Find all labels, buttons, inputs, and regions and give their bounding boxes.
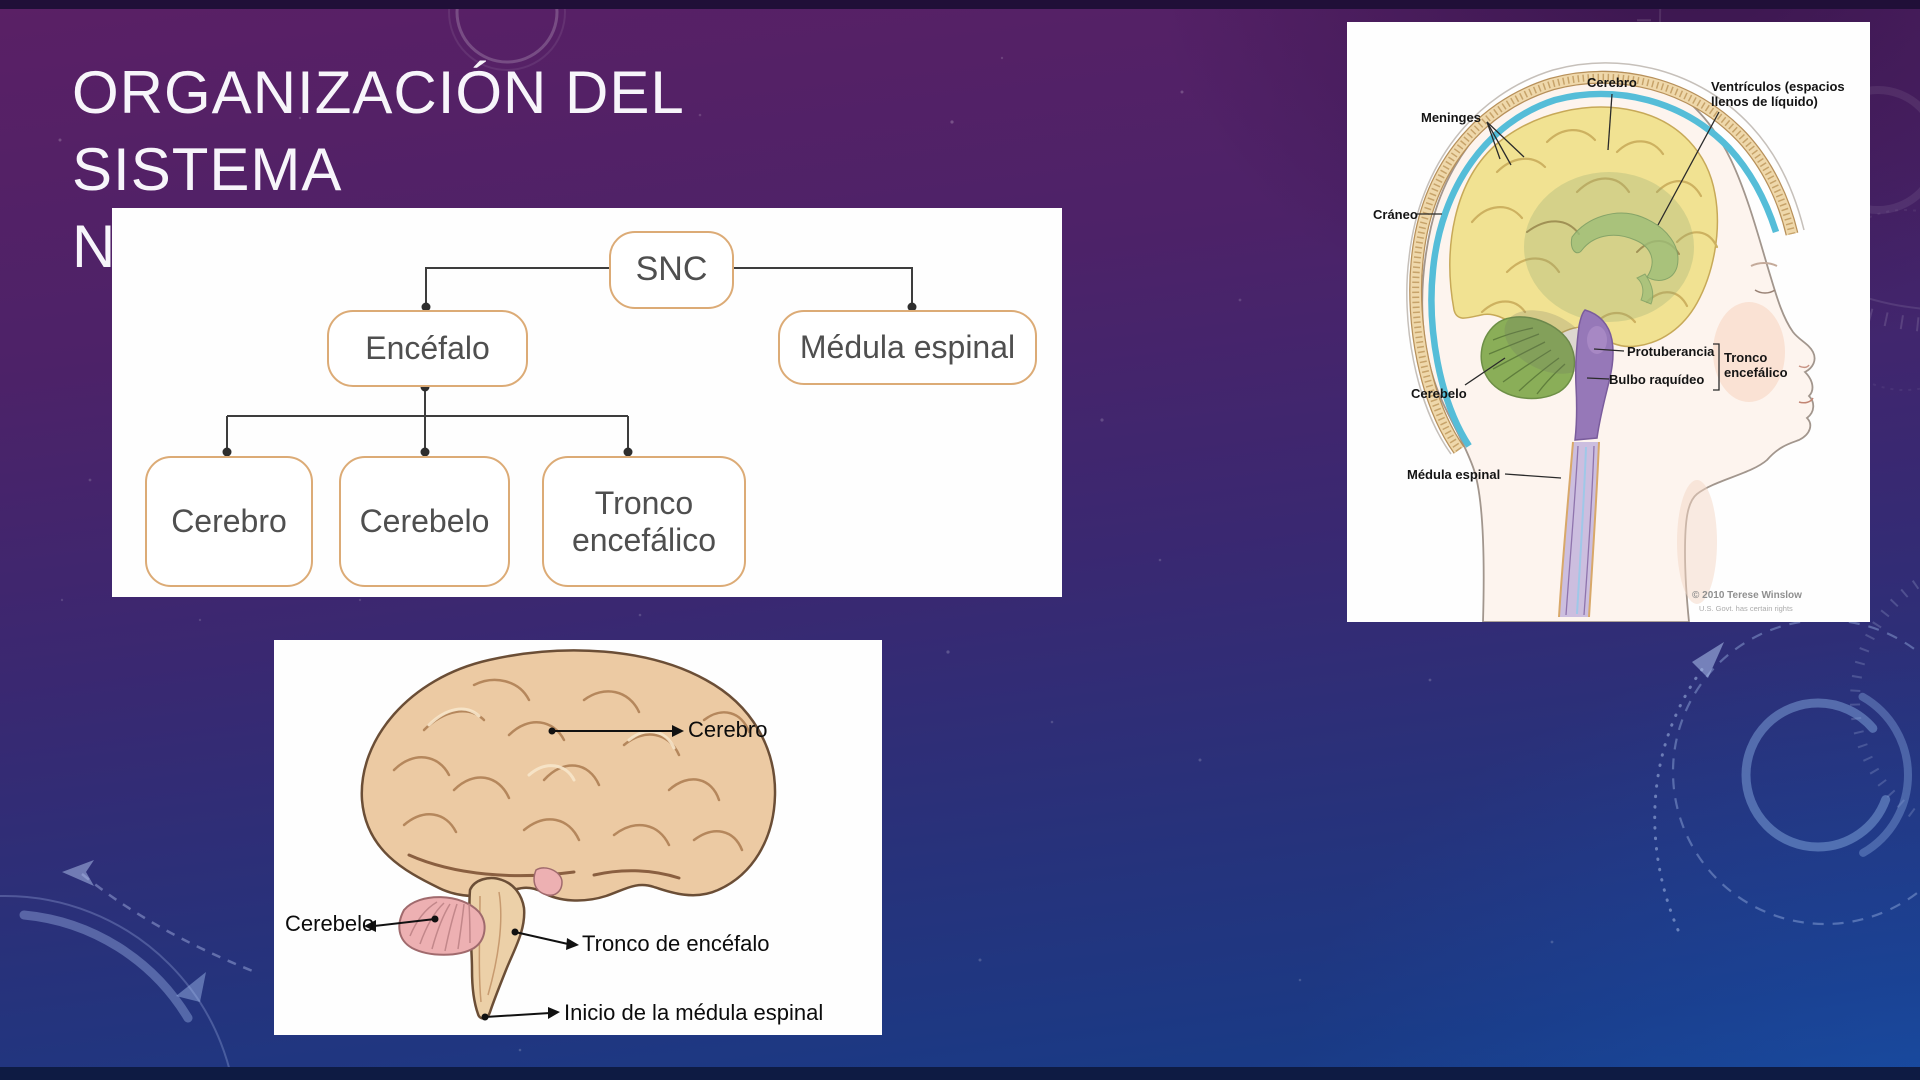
- cerebrum-shape: [360, 649, 777, 902]
- bottom-letterbox-bar: [0, 1067, 1920, 1080]
- flowchart-node-encefalo: Encéfalo: [327, 310, 528, 387]
- arrowhead-inicio-icon: [548, 1007, 560, 1019]
- page-title-line1: ORGANIZACIÓN DEL SISTEMA: [72, 59, 683, 203]
- arrowhead-tronco-icon: [566, 938, 579, 950]
- illustration-credit: © 2010 Terese Winslow: [1692, 590, 1802, 601]
- head-label-tronco-encefalico: Tronco encefálico: [1724, 350, 1788, 380]
- brain-label-inicio-medula: Inicio de la médula espinal: [564, 1000, 824, 1025]
- head-label-craneo: Cráneo: [1373, 207, 1418, 222]
- cerebellum-stripes: [409, 901, 471, 952]
- flowchart-node-cerebelo: Cerebelo: [339, 456, 510, 587]
- meninges-band: [1428, 90, 1780, 448]
- brain-side-view-panel: Cerebro Cerebelo Tronco de encéfalo Inic…: [274, 640, 882, 1035]
- head-label-medula-espinal: Médula espinal: [1407, 467, 1501, 482]
- ventricles-shape: [1570, 212, 1679, 281]
- flowchart-node-medula-espinal: Médula espinal: [778, 310, 1037, 385]
- head-label-cerebelo: Cerebelo: [1411, 386, 1467, 401]
- flowchart-node-cerebelo-label: Cerebelo: [359, 503, 490, 540]
- spinal-cord-shape: [1558, 441, 1600, 618]
- head-illustration: [1406, 62, 1816, 622]
- flowchart-connectors: [222, 267, 917, 457]
- dashed-left-arrow-decoration: [62, 860, 256, 974]
- brain-label-tronco-de-encefalo: Tronco de encéfalo: [582, 931, 770, 956]
- brainstem-shape: [468, 876, 526, 1020]
- brain-label-cerebro: Cerebro: [688, 717, 768, 742]
- flowchart-node-cerebro: Cerebro: [145, 456, 313, 587]
- cerebellum-stripes: [1488, 327, 1566, 395]
- cerebellum-flap-shape: [533, 867, 563, 896]
- head-label-protuberancia: Protuberancia: [1627, 344, 1715, 359]
- illustration-credit-rights: U.S. Govt. has certain rights: [1699, 604, 1793, 613]
- head-label-pointer-lines: [1417, 93, 1720, 479]
- head-cross-section-panel: Cerebro Ventrículos (espacios llenos de …: [1347, 22, 1870, 622]
- flowchart-node-cerebro-label: Cerebro: [171, 503, 287, 540]
- brain-label-arrows: [373, 730, 672, 1018]
- dotted-arc-arrowhead-icon: [1692, 642, 1724, 678]
- skull-bone-band: [1409, 70, 1799, 454]
- brain-illustration: [360, 649, 777, 1021]
- bottom-left-circles-decoration: [0, 895, 233, 1080]
- flowchart-node-tronco-label: Tronco encefálico: [571, 484, 717, 558]
- flowchart-node-snc-label: SNC: [635, 250, 708, 289]
- arrowhead-cerebelo-icon: [364, 920, 376, 932]
- brain-label-cerebelo: Cerebelo: [285, 911, 375, 936]
- head-label-ventriculos: Ventrículos (espacios llenos de líquido): [1711, 79, 1845, 109]
- inner-structures-overlay: [1524, 172, 1694, 322]
- flowchart-node-tronco-encefalico: Tronco encefálico: [542, 456, 746, 587]
- dashed-arrow-head-icon: [62, 860, 94, 886]
- head-label-bulbo-raquideo: Bulbo raquídeo: [1609, 372, 1705, 387]
- arc-arrowhead-icon: [176, 972, 206, 1002]
- head-label-cerebro: Cerebro: [1587, 75, 1637, 90]
- connector-junction-dots: [222, 302, 917, 457]
- flowchart-node-encefalo-label: Encéfalo: [365, 330, 490, 367]
- head-label-meninges: Meninges: [1421, 110, 1481, 125]
- cerebrum-sulci: [1470, 129, 1719, 324]
- snc-flowchart-panel: SNC Encéfalo Médula espinal Cerebro Cere…: [112, 208, 1062, 597]
- bottom-right-circles-decoration: [1653, 618, 1920, 932]
- top-letterbox-bar: [0, 0, 1920, 9]
- cerebrum-gyri: [392, 678, 751, 852]
- flowchart-node-medula-label: Médula espinal: [799, 329, 1016, 366]
- arrowhead-cerebro-icon: [672, 725, 684, 737]
- flowchart-node-snc: SNC: [609, 231, 734, 309]
